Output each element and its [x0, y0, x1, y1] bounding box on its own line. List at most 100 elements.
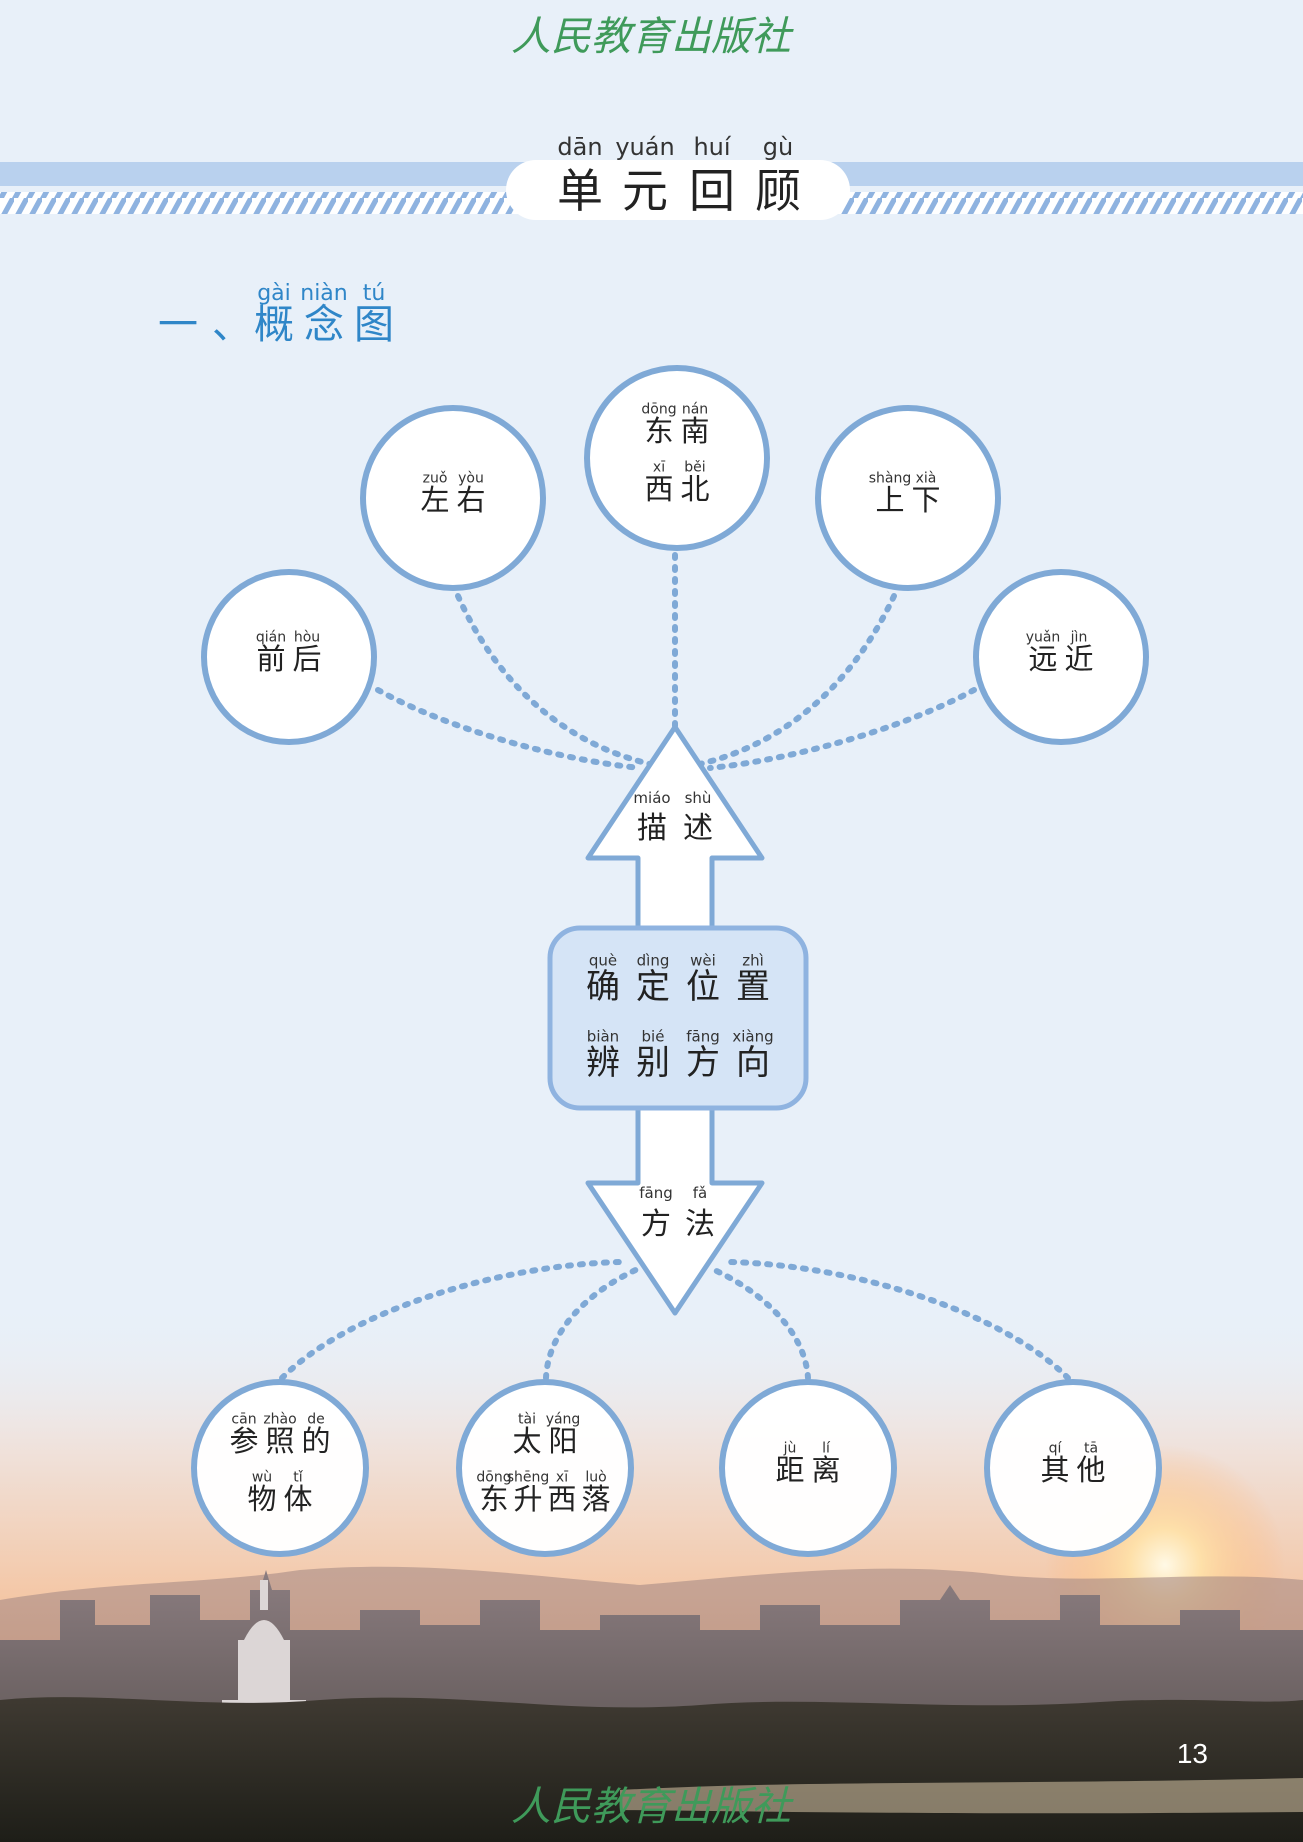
node-reference-object-line1-pinyin-3: de: [307, 1411, 325, 1427]
title-char-1: 单: [557, 164, 603, 218]
node-sun-rise-set-circle: [456, 1379, 634, 1557]
section-pinyin-2: niàn: [300, 281, 347, 306]
node-dong-nan-xi-bei-line2-pinyin-2: běi: [684, 459, 705, 475]
center-line2-char-3: 方: [686, 1043, 720, 1083]
node-reference-object-line1-pinyin-2: zhào: [263, 1411, 296, 1427]
node-dong-nan-xi-bei-line2-pinyin-1: xī: [653, 459, 665, 475]
section-char-1: 概: [254, 302, 294, 348]
node-distance-line1-char-2: 离: [811, 1453, 840, 1487]
node-dong-nan-xi-bei-line1-pinyin-2: nán: [682, 401, 708, 417]
node-qian-hou-line1-char-1: 前: [256, 642, 285, 676]
node-distance-line1-pinyin-1: jù: [783, 1440, 797, 1456]
node-shang-xia-line1-pinyin-1: shàng: [869, 470, 912, 486]
center-line1-pinyin-2: dìng: [637, 952, 670, 970]
down-char-1: 方: [641, 1207, 671, 1242]
title-char-4: 顾: [755, 164, 801, 218]
node-sun-rise-set-line1-pinyin-2: yáng: [546, 1411, 581, 1427]
node-zuo-you-line1-pinyin-1: zuǒ: [423, 470, 448, 486]
section-char-2: 念: [304, 302, 344, 348]
node-yuan-jin-circle: [973, 569, 1149, 745]
section-number: 一、: [158, 302, 266, 348]
node-reference-object-line2-pinyin-2: tǐ: [293, 1469, 303, 1485]
up-char-1: 描: [637, 811, 667, 846]
title-pinyin-4: gù: [763, 133, 793, 161]
title-pinyin-1: dān: [557, 133, 602, 161]
node-qian-hou-circle: [201, 569, 377, 745]
node-other-line1-char-2: 他: [1076, 1453, 1105, 1487]
node-zuo-you-circle: [360, 405, 546, 591]
node-sun-rise-set-line2-char-1: 东: [479, 1482, 508, 1516]
connector-yuan-jin: [707, 687, 977, 771]
title-char-2: 元: [622, 164, 668, 218]
center-line1-char-4: 置: [736, 967, 770, 1007]
node-reference-object-line1-char-2: 照: [265, 1424, 294, 1458]
down-pinyin-2: fǎ: [693, 1184, 707, 1202]
center-line2-pinyin-3: fāng: [686, 1028, 720, 1046]
section-heading: 一、 gài niàn tú 概 念 图: [158, 281, 394, 348]
down-char-2: 法: [685, 1207, 715, 1242]
title-char-3: 回: [689, 164, 735, 218]
unit-review-title: dān yuán huí gù 单 元 回 顾: [557, 133, 801, 218]
node-qian-hou-line1-char-2: 后: [292, 642, 321, 676]
connector-shang-xia: [697, 593, 897, 767]
node-sun-rise-set-line1-pinyin-1: tài: [518, 1411, 536, 1427]
down-arrow-label: fāng fǎ 方 法: [639, 1184, 715, 1242]
node-dong-nan-xi-bei-line1-char-1: 东: [644, 414, 673, 448]
node-dong-nan-xi-bei-line2-char-1: 西: [644, 472, 673, 506]
title-pinyin-2: yuán: [615, 133, 674, 161]
down-pinyin-1: fāng: [639, 1184, 673, 1202]
title-pinyin-3: huí: [693, 133, 731, 161]
center-line1-pinyin-4: zhì: [742, 952, 764, 970]
node-other-circle: [984, 1379, 1162, 1557]
center-line2-pinyin-4: xiàng: [732, 1028, 773, 1046]
node-yuan-jin-line1-pinyin-1: yuǎn: [1026, 629, 1061, 645]
header-band: [0, 160, 1303, 220]
node-reference-object-line1-pinyin-1: cān: [231, 1411, 256, 1427]
connector-distance: [707, 1265, 811, 1381]
section-char-3: 图: [354, 302, 394, 348]
publisher-logo-bottom: 人民教育出版社: [511, 1784, 794, 1830]
node-yuan-jin-line1-pinyin-2: jìn: [1070, 629, 1088, 645]
center-line2-char-2: 别: [636, 1043, 670, 1083]
node-reference-object-line1-char-3: 的: [301, 1424, 330, 1458]
node-dong-nan-xi-bei-circle: [584, 365, 770, 551]
up-char-2: 述: [683, 811, 713, 846]
node-sun-rise-set-line2-pinyin-3: xī: [556, 1469, 568, 1485]
node-sun-rise-set-line2-pinyin-2: shēng: [507, 1469, 550, 1485]
node-dong-nan-xi-bei-line2-char-2: 北: [680, 472, 709, 506]
connector-qian-hou: [375, 687, 643, 771]
node-distance-circle: [719, 1379, 897, 1557]
node-sun-rise-set-line1-char-2: 阳: [548, 1424, 577, 1458]
center-line2-char-4: 向: [736, 1043, 770, 1083]
node-reference-object-line2-char-1: 物: [247, 1482, 276, 1516]
center-line1-pinyin-1: què: [589, 952, 617, 970]
node-distance-line1-char-1: 距: [775, 1453, 804, 1487]
node-shang-xia-circle: [815, 405, 1001, 591]
node-other-line1-pinyin-1: qí: [1049, 1440, 1063, 1456]
up-arrow: [585, 724, 765, 931]
sunset-cityscape-photo: [0, 1300, 1303, 1842]
center-line2-pinyin-1: biàn: [587, 1028, 619, 1046]
node-yuan-jin-line1-char-2: 近: [1064, 642, 1093, 676]
node-shang-xia-line1-char-2: 下: [911, 483, 940, 517]
node-sun-rise-set-line2-pinyin-1: dōng: [476, 1469, 511, 1485]
node-sun-rise-set-line2-char-3: 西: [547, 1482, 576, 1516]
section-pinyin-3: tú: [363, 281, 386, 306]
center-line2-pinyin-2: bié: [642, 1028, 665, 1046]
connector-zuo-you: [455, 593, 653, 767]
connector-other: [727, 1259, 1071, 1381]
method-nodes: cān参zhào照de的wù物tǐ体tài太yáng阳dōng东shēng升xī…: [191, 1379, 1162, 1557]
node-zuo-you-line1-char-1: 左: [420, 483, 449, 517]
node-sun-rise-set-line2-char-4: 落: [581, 1482, 610, 1516]
center-line1-char-2: 定: [636, 967, 670, 1007]
center-line2-char-1: 辨: [586, 1043, 620, 1083]
